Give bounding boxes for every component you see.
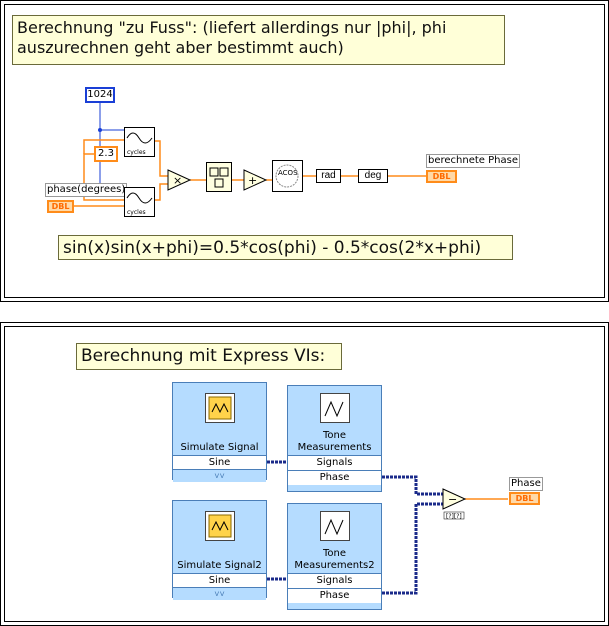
simulate-signal-1-title: Simulate Signal	[180, 442, 259, 453]
tone-measurements-2-title1: Tone	[322, 548, 347, 559]
phase-degrees-label: phase(degrees)	[45, 183, 128, 197]
acos-icon: ACOS	[275, 164, 299, 188]
simulate-signal-2-sine-output[interactable]: Sine	[173, 573, 266, 588]
sine-pattern-vi-1[interactable]: cycles	[124, 127, 155, 157]
deg-unit-node[interactable]: deg	[358, 169, 388, 183]
simulate-signal-1-sine-output[interactable]: Sine	[173, 455, 266, 470]
subtract-node	[442, 488, 467, 510]
simulate-signal-icon	[204, 511, 235, 541]
acos-vi[interactable]: ACOS	[272, 160, 303, 192]
tone-measurement-icon	[319, 511, 350, 541]
formula-label: sin(x)sin(x+phi)=0.5*cos(phi) - 0.5*cos(…	[58, 235, 513, 260]
phase-output-indicator[interactable]: DBL	[509, 492, 540, 505]
berechnete-phase-label: berechnete Phase	[426, 154, 520, 168]
berechnete-phase-indicator[interactable]: DBL	[426, 170, 457, 183]
svg-text:−: −	[448, 493, 457, 506]
array-mean-icon	[209, 167, 229, 188]
add-node	[243, 169, 268, 191]
bottom-structure-inner	[4, 326, 605, 622]
svg-text:+: +	[248, 174, 257, 187]
top-title-line1: Berechnung "zu Fuss": (liefert allerding…	[17, 18, 447, 37]
simulate-signal-2-expand[interactable]: ˅˅	[173, 587, 266, 600]
simulate-signal-1-expand[interactable]: ˅˅	[173, 469, 266, 482]
phase-degrees-control[interactable]: DBL	[47, 200, 74, 213]
tone-measurements-1-phase-output[interactable]: Phase	[288, 470, 381, 485]
tone-measurements-1-signals-input[interactable]: Signals	[288, 455, 381, 470]
svg-text:[?][?]: [?][?]	[446, 513, 462, 520]
sine-cycles-label-2: cycles	[127, 209, 146, 216]
svg-text:×: ×	[173, 174, 182, 187]
rad-label: rad	[321, 170, 336, 181]
tone-measurements-1[interactable]: Tone Measurements Signals Phase	[287, 385, 382, 492]
sine-wave-icon: cycles	[125, 128, 154, 156]
multiply-node	[167, 169, 192, 191]
tone-measurements-2[interactable]: Tone Measurements2 Signals Phase	[287, 503, 382, 610]
sine-pattern-vi-2[interactable]: cycles	[124, 187, 155, 217]
tone-measurement-icon	[319, 393, 350, 423]
sine-wave-icon: cycles	[125, 188, 154, 216]
const-2-3[interactable]: 2.3	[94, 146, 118, 162]
tone-measurements-1-title2: Measurements	[297, 442, 372, 453]
top-title-line2: auszurechnen geht aber bestimmt auch)	[17, 38, 344, 57]
sine-cycles-label-1: cycles	[127, 149, 146, 156]
acos-text: ACOS	[278, 169, 298, 177]
mean-vi[interactable]	[206, 162, 232, 192]
simulate-signal-1[interactable]: Simulate Signal Sine ˅˅	[172, 382, 267, 482]
top-title-label: Berechnung "zu Fuss": (liefert allerding…	[12, 15, 505, 65]
const-1024[interactable]: 1024	[85, 87, 115, 103]
tone-measurements-1-title1: Tone	[322, 430, 347, 441]
simulate-signal-2[interactable]: Simulate Signal2 Sine ˅˅	[172, 500, 267, 600]
rad-unit-node[interactable]: rad	[316, 169, 341, 183]
simulate-signal-2-title: Simulate Signal2	[177, 560, 262, 571]
phase-output-label: Phase	[509, 477, 543, 491]
top-structure-inner	[4, 4, 605, 298]
tone-measurements-2-signals-input[interactable]: Signals	[288, 573, 381, 588]
simulate-signal-icon	[204, 393, 235, 423]
tone-measurements-2-phase-output[interactable]: Phase	[288, 588, 381, 603]
deg-label: deg	[364, 170, 382, 181]
bottom-title-label: Berechnung mit Express VIs:	[76, 343, 342, 370]
tone-measurements-2-title2: Measurements2	[294, 560, 375, 571]
